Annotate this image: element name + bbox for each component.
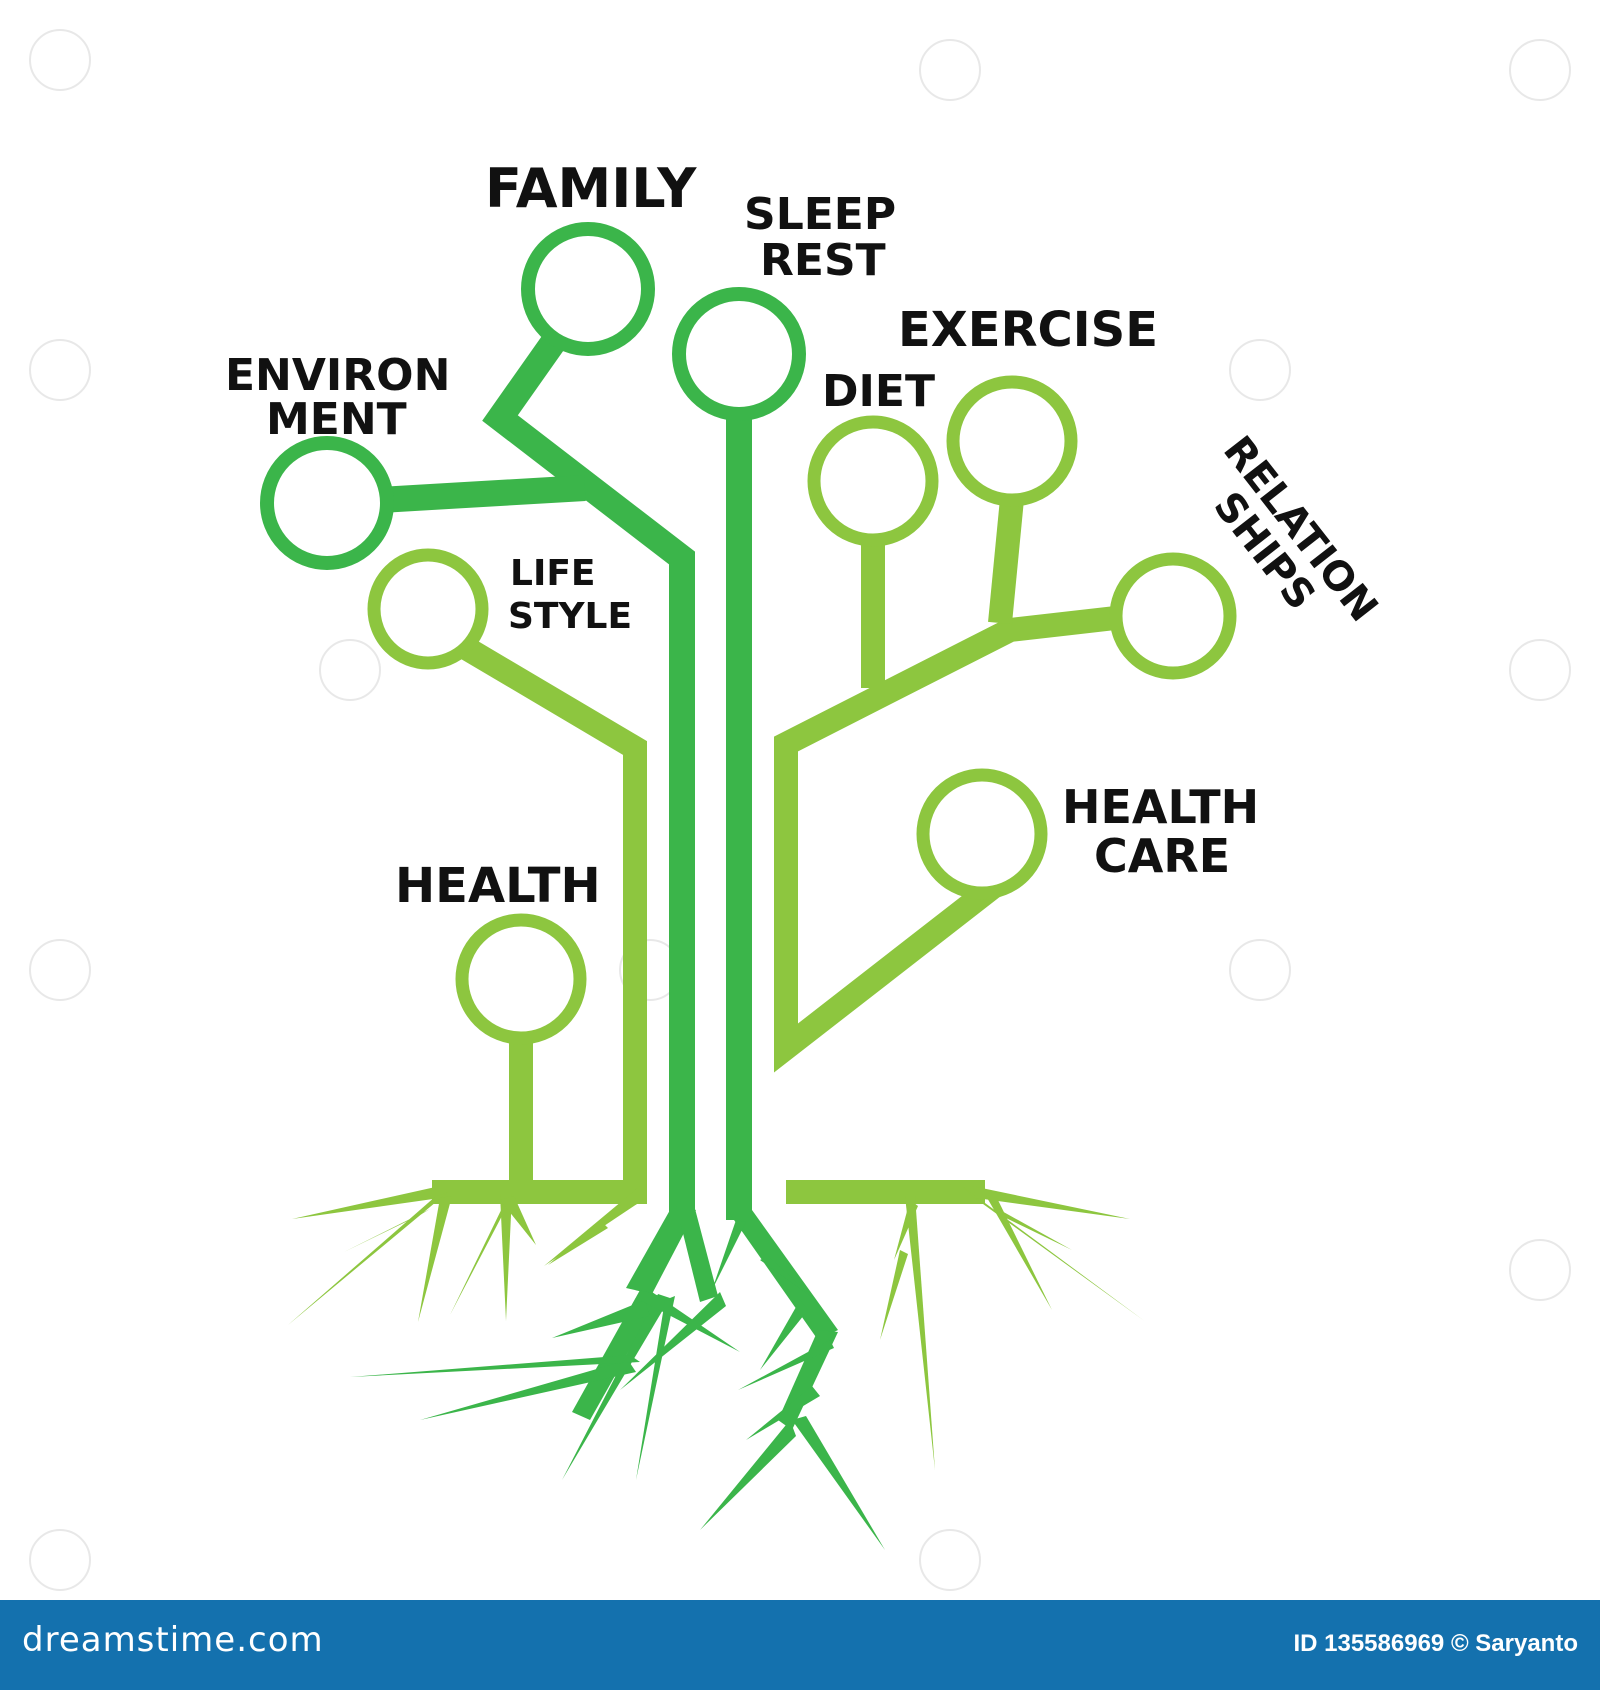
label-exercise: EXERCISE [898,302,1158,358]
label-diet: DIET [822,366,935,417]
dark-green-roots [350,1205,885,1550]
sleep-rest-node [672,287,806,421]
brand-logo: dreamstime.com [22,1620,324,1660]
lifestyle-branch [432,637,647,1204]
family-node [521,222,655,356]
label-sleep-line1: SLEEP [744,189,896,240]
label-health-care-line1: HEALTH [1062,780,1259,834]
health-care-node [916,768,1048,900]
relationships-node [1109,552,1237,680]
light-green-roots [288,1186,1150,1470]
exercise-node [946,375,1078,507]
dark-green-nodes [260,222,806,570]
diet-node [807,415,939,547]
light-green-branches [432,497,1126,1204]
family-branch [482,332,695,1220]
environment-branch [379,475,586,513]
dark-green-branches [379,332,752,1220]
labels: FAMILY SLEEP REST EXERCISE DIET ENVIRON … [225,157,1387,914]
exercise-stem [988,497,1024,625]
label-lifestyle-line2: STYLE [508,596,632,637]
right-light-trunk [774,605,1126,1073]
label-environment-line1: ENVIRON [225,350,450,401]
image-credit: ID 135586969 © Saryanto [1293,1630,1578,1658]
copyright-author: © Saryanto [1450,1630,1578,1657]
light-green-nodes [367,375,1237,1045]
tree-diagram: FAMILY SLEEP REST EXERCISE DIET ENVIRON … [29,29,1571,1591]
label-family: FAMILY [485,157,697,220]
lifestyle-node [367,548,489,670]
label-environment-line2: MENT [266,394,407,445]
health-node [455,913,587,1045]
label-health-care-line2: CARE [1094,829,1230,883]
label-rest-line2: REST [760,235,886,286]
label-health: HEALTH [395,858,601,914]
image-id: ID 135586969 [1293,1630,1445,1657]
footer-bar: dreamstime.com ID 135586969 © Saryanto [0,1600,1600,1690]
label-lifestyle-line1: LIFE [510,553,596,594]
environment-node [260,436,394,570]
